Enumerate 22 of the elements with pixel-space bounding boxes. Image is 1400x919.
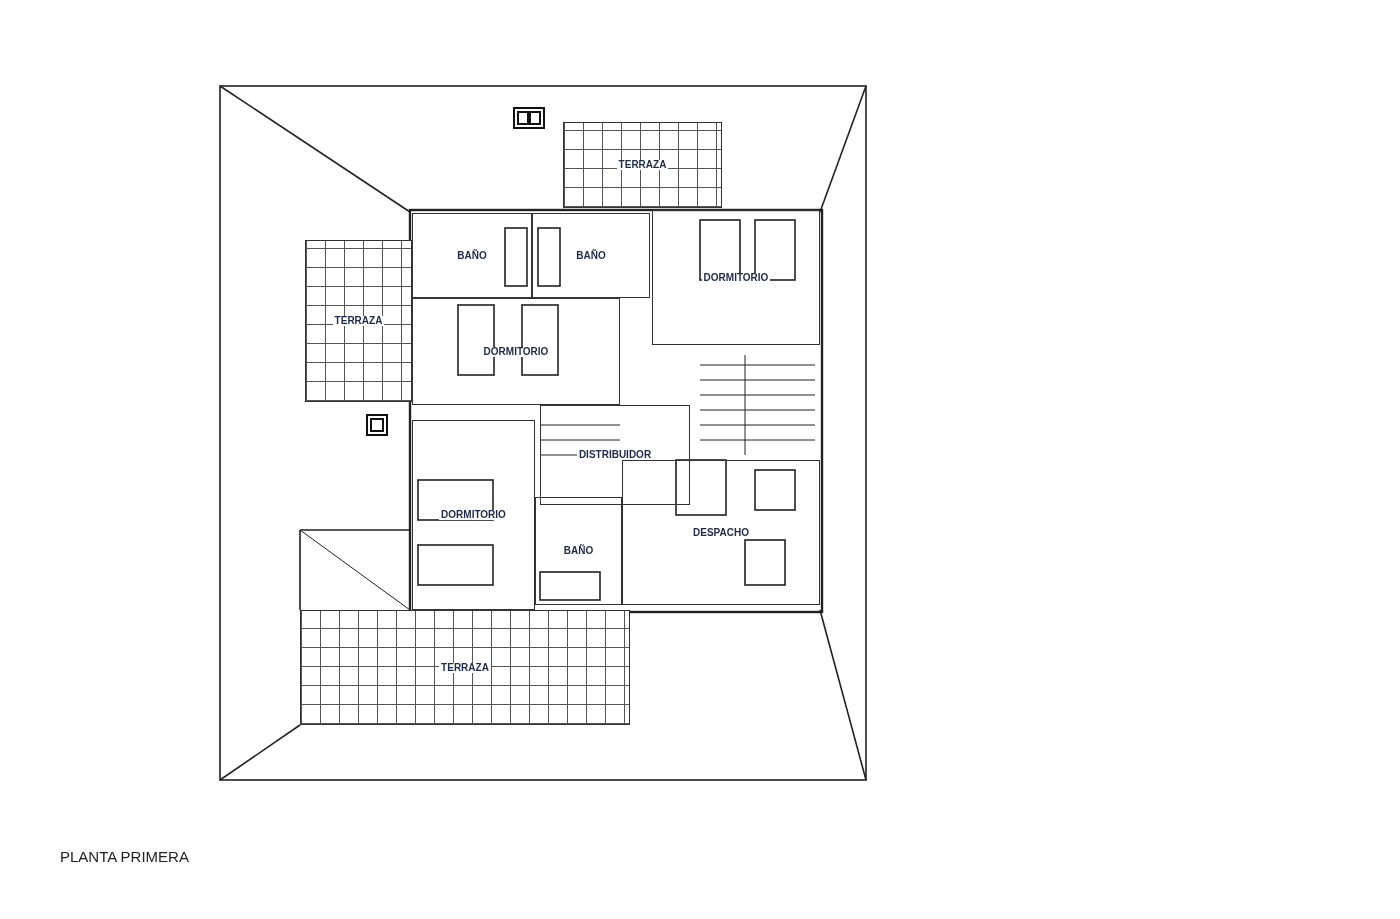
room-label: BAÑO: [561, 546, 596, 556]
room-area: [652, 210, 820, 345]
terrace-area: [563, 122, 722, 208]
room-label: TERRAZA: [616, 160, 669, 170]
room-area: [412, 213, 532, 298]
room-label: BAÑO: [574, 250, 608, 261]
room-label: DORMITORIO: [701, 272, 771, 283]
room-area: [412, 298, 620, 405]
room-area: [622, 460, 820, 605]
room-label: DORMITORIO: [439, 510, 508, 520]
room-label: DESPACHO: [691, 527, 751, 538]
room-label: TERRAZA: [332, 316, 385, 326]
terrace-area: [300, 610, 630, 725]
room-label: BAÑO: [455, 250, 489, 261]
room-label: DISTRIBUIDOR: [576, 450, 654, 460]
room-area: [540, 405, 690, 505]
room-area: [535, 497, 622, 605]
room-label: DORMITORIO: [481, 346, 551, 357]
room-area: [532, 213, 650, 298]
plan-title: PLANTA PRIMERA: [60, 847, 189, 867]
terrace-area: [305, 240, 412, 402]
room-label: TERRAZA: [439, 662, 491, 673]
